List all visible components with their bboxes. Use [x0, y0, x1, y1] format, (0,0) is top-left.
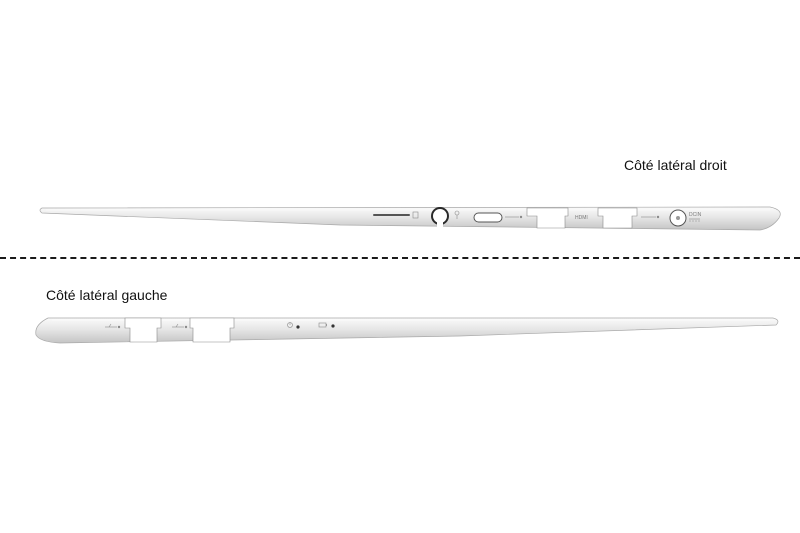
- audio-jack: [431, 207, 449, 227]
- usb-a-port-left-1: [124, 317, 162, 343]
- dcin-symbol-icon: [689, 218, 700, 222]
- hdmi-label: HDMI: [575, 215, 588, 221]
- usb-icon: [105, 323, 121, 329]
- dcin-label: DCIN: [689, 212, 702, 218]
- usb-c-port: [473, 212, 503, 223]
- right-side-label: Côté latéral droit: [624, 157, 727, 173]
- battery-light-icon: [318, 322, 327, 328]
- audio-jack-icon: [454, 210, 460, 219]
- battery-indicator-led: [331, 324, 335, 328]
- power-light-icon: [287, 322, 293, 328]
- usb-a-port-left-2: [189, 317, 235, 343]
- sd-card-icon: [412, 211, 419, 219]
- power-indicator-led: [296, 325, 300, 329]
- usb-a-port-right: [526, 207, 569, 229]
- laptop-left-side-view: [35, 317, 779, 344]
- hdmi-port: [597, 207, 638, 229]
- usb-3-icon: [641, 215, 660, 219]
- left-side-label: Côté latéral gauche: [46, 287, 168, 303]
- laptop-chassis-right: [39, 206, 781, 231]
- usb-3-icon: [505, 215, 523, 219]
- laptop-right-side-view: HDMI DCIN: [39, 206, 781, 231]
- power-port: [669, 209, 687, 227]
- usb-icon: [172, 323, 188, 329]
- dashed-divider: [0, 257, 800, 259]
- sd-card-slot: [373, 214, 410, 216]
